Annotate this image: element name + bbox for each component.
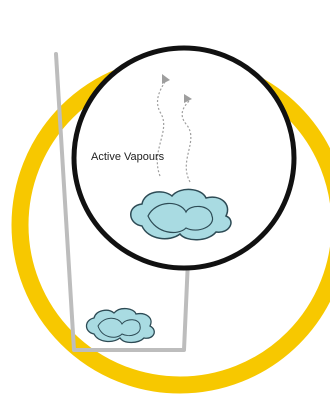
small-cloud-inner	[98, 318, 140, 337]
diagram-label: Active Vapours	[91, 151, 165, 163]
large-cloud	[131, 189, 231, 239]
large-cloud-inner	[148, 203, 213, 232]
small-cloud	[87, 309, 155, 343]
